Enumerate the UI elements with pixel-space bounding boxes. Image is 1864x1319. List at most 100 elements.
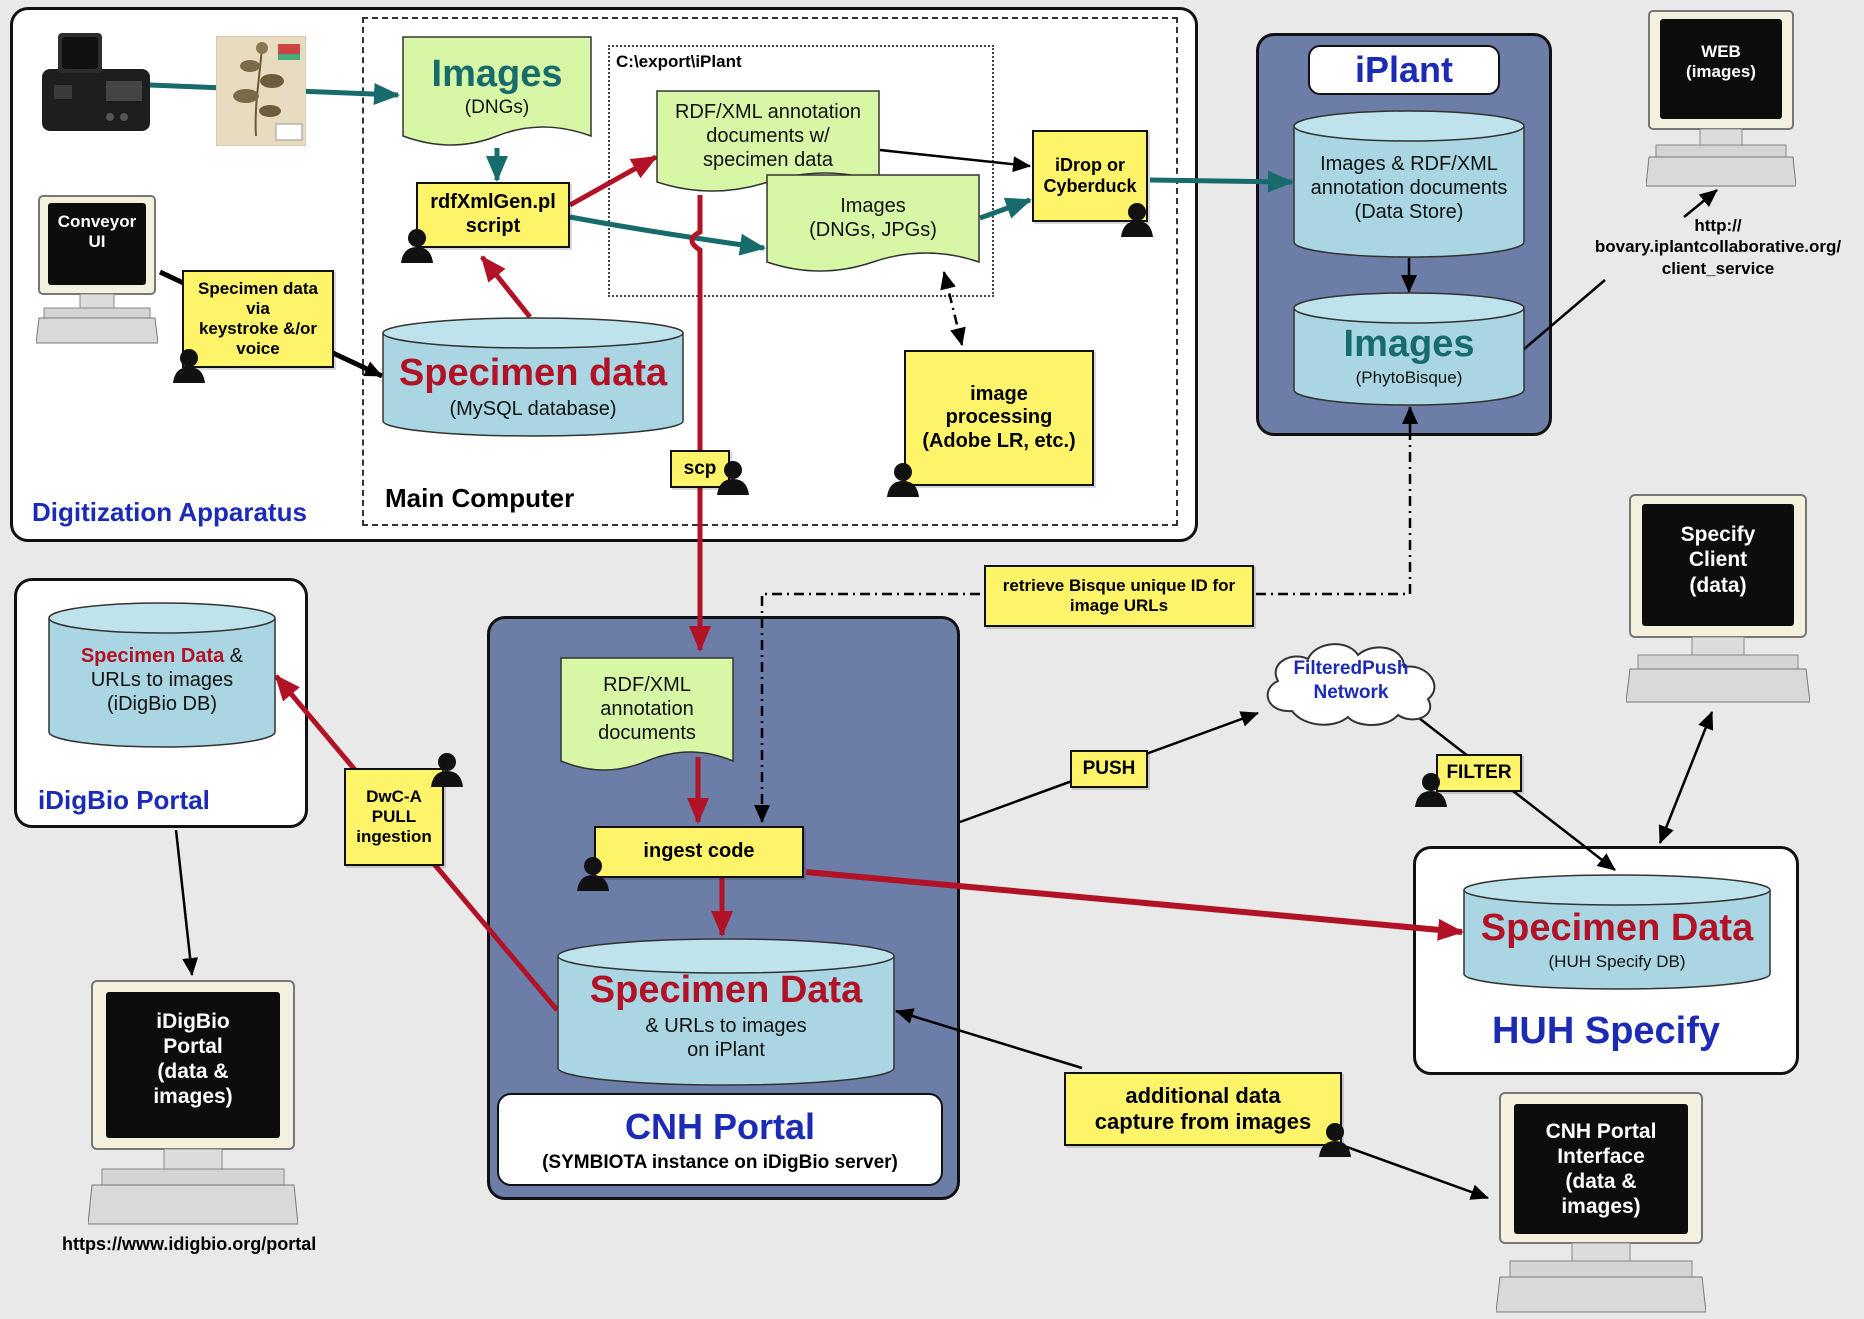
specimen-db-sub: (MySQL database)	[449, 397, 617, 420]
idigbio-mon-line4: images)	[153, 1085, 233, 1109]
ingest-code-box: ingest code	[594, 826, 804, 878]
datastore-line1: Images & RDF/XML	[1320, 153, 1498, 175]
export-path-label: C:\export\iPlant	[616, 52, 742, 71]
imgproc-line1: image	[970, 382, 1028, 405]
cnh-db-line2: & URLs to images	[645, 1014, 807, 1037]
iplant-url-label: http:// bovary.iplantcollaborative.org/ …	[1568, 215, 1864, 279]
idigbio-portal-monitor: iDigBio Portal (data & images)	[88, 980, 298, 1226]
cnh-rdf-line1: RDF/XML	[603, 674, 691, 696]
huh-db-sub: (HUH Specify DB)	[1548, 951, 1686, 971]
arrow-scp-to-cnh	[689, 195, 711, 652]
script-line1: rdfXmlGen.pl	[430, 191, 556, 214]
additional-line2: capture from images	[1094, 1109, 1312, 1134]
computer-monitor-icon	[1646, 10, 1796, 187]
arrow-idigbio-to-monitor	[174, 829, 199, 976]
cnh-portal-subtitle: (SYMBIOTA instance on iDigBio server)	[542, 1151, 898, 1173]
iplant-url-line2: bovary.iplantcollaborative.org/	[1594, 237, 1842, 257]
filteredpush-cloud: FilteredPush Network	[1252, 633, 1450, 729]
person-icon	[1319, 1123, 1351, 1157]
cnh-portal-interface-monitor: CNH Portal Interface (data & images)	[1496, 1092, 1706, 1314]
filter-box: FILTER	[1436, 754, 1522, 792]
rdf-xml-annotation-document: RDF/XML annotation documents w/ specimen…	[656, 90, 880, 198]
images2-doc-line2: (DNGs, JPGs)	[809, 219, 937, 241]
cnh-mon-line4: images)	[1561, 1195, 1641, 1219]
bisque-db-sub: (PhytoBisque)	[1355, 367, 1463, 387]
arrow-additional-to-cnhdb	[895, 1008, 1083, 1070]
idrop-line2: Cyberduck	[1043, 176, 1137, 196]
push-box: PUSH	[1070, 750, 1148, 788]
computer-monitor-icon	[1496, 1092, 1706, 1313]
person-icon	[173, 349, 205, 383]
cloud-icon	[1266, 643, 1436, 726]
cnh-rdf-line3: documents	[598, 722, 696, 744]
cloud-line1: FilteredPush	[1293, 658, 1409, 680]
conveyor-line2: UI	[88, 232, 106, 251]
dwca-pull-box: DwC-A PULL ingestion	[344, 768, 444, 866]
bisque-id-box: retrieve Bisque unique ID for image URLs	[984, 565, 1254, 627]
idigbio-db-line3: (iDigBio DB)	[106, 693, 218, 715]
cnh-rdf-xml-document: RDF/XML annotation documents	[560, 657, 734, 777]
computer-monitor-icon	[88, 980, 298, 1225]
images-doc-sub: (DNGs)	[464, 97, 530, 119]
huh-specify-db: Specimen Data (HUH Specify DB)	[1463, 874, 1771, 990]
datastore-line3: (Data Store)	[1354, 201, 1464, 223]
huh-specify-title: HUH Specify	[1491, 1010, 1721, 1052]
person-icon	[401, 229, 433, 263]
cnh-portal-title: CNH Portal	[624, 1105, 816, 1147]
idigbio-db-rest: &	[224, 645, 244, 667]
export-folder-region	[608, 45, 994, 297]
person-icon	[717, 461, 749, 495]
cnh-mon-line1: CNH Portal	[1545, 1119, 1657, 1143]
arrow-script-to-images2	[569, 214, 766, 256]
idigbio-mon-line2: Portal	[163, 1034, 223, 1058]
arrow-additional-to-cnhmonitor	[1332, 1140, 1489, 1200]
rdf-doc-line3: specimen data	[702, 149, 834, 171]
scp-box: scp	[670, 450, 730, 488]
person-icon	[1415, 773, 1447, 807]
entry-line3: keystroke &/or	[198, 319, 318, 338]
idrop-cyberduck-box: iDrop or Cyberduck	[1032, 130, 1148, 222]
specify-line1: Specify	[1680, 523, 1756, 547]
idigbio-db-red: Specimen Data	[80, 645, 225, 667]
dwca-line3: ingestion	[356, 827, 432, 847]
huh-db-title: Specimen Data	[1480, 907, 1754, 949]
specimen-data-mysql-db: Specimen data (MySQL database)	[382, 317, 684, 437]
arrow-script-to-rdf	[568, 154, 658, 208]
idigbio-mon-line1: iDigBio	[156, 1009, 230, 1033]
cnh-portal-title-box: CNH Portal (SYMBIOTA instance on iDigBio…	[497, 1093, 943, 1186]
iplant-url-line1: http://	[1694, 216, 1742, 235]
arrow-images2-to-idrop	[979, 197, 1032, 221]
idigbio-db-line2: URLs to images	[90, 669, 234, 691]
bisque-db-title: Images	[1343, 323, 1475, 365]
cnh-specimen-db: Specimen Data & URLs to images on iPlant	[557, 938, 895, 1086]
idigbio-db: Specimen Data & URLs to images (iDigBio …	[48, 602, 276, 748]
dwca-line1: DwC-A	[366, 786, 422, 806]
cnh-mon-line2: Interface	[1557, 1144, 1645, 1168]
bisque-line2: image URLs	[1069, 596, 1169, 615]
arrow-url-to-web	[1683, 189, 1718, 218]
iplant-phytobisque-db: Images (PhytoBisque)	[1293, 292, 1525, 406]
cnh-db-title: Specimen Data	[589, 969, 863, 1011]
arrow-rdf-to-idrop	[879, 148, 1031, 173]
datastore-line2: annotation documents	[1310, 177, 1508, 199]
cnh-rdf-line2: annotation	[600, 698, 694, 720]
imgproc-line3: (Adobe LR, etc.)	[922, 429, 1076, 452]
rdf-doc-line2: documents w/	[706, 125, 830, 147]
additional-line1: additional data	[1125, 1083, 1281, 1109]
conveyor-line1: Conveyor	[57, 211, 137, 231]
cnh-mon-line3: (data &	[1565, 1170, 1637, 1193]
idigbio-mon-line3: (data &	[157, 1060, 229, 1083]
specify-client-monitor: Specify Client (data)	[1626, 494, 1810, 704]
herbarium-specimen-icon	[215, 35, 307, 147]
specify-line2: Client	[1688, 548, 1748, 572]
images-doc-title: Images	[431, 52, 563, 95]
cloud-line2: Network	[1313, 682, 1389, 703]
conveyor-ui-monitor: Conveyor UI	[36, 195, 158, 347]
entry-line4: voice	[236, 339, 280, 359]
person-icon	[887, 463, 919, 497]
images2-doc-line1: Images	[840, 195, 906, 217]
person-icon	[1121, 203, 1153, 237]
dwca-line2: PULL	[371, 806, 417, 826]
imgproc-line2: processing	[945, 406, 1053, 429]
arrow-imageproc-images2	[940, 271, 966, 346]
